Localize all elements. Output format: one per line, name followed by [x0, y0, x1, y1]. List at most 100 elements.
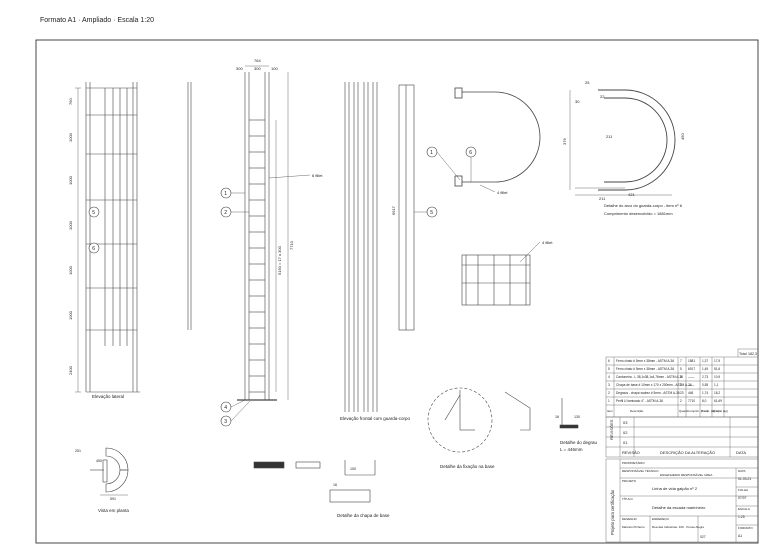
- callout-1-frontal: 1: [220, 187, 232, 199]
- svg-text:Linha de vida galpão nº 2: Linha de vida galpão nº 2: [652, 486, 698, 491]
- label-elevacao-lateral: Elevação lateral: [92, 394, 124, 399]
- callout-5-perfil: 5: [426, 206, 438, 218]
- svg-text:6917: 6917: [688, 367, 695, 371]
- revisions-rows: 03 02 01 REVISÃO DESCRIÇÃO DA ALTERAÇÃO …: [622, 420, 746, 455]
- svg-text:450: 450: [96, 459, 102, 463]
- svg-text:ENDEREÇO: ENDEREÇO: [652, 517, 670, 521]
- title-block-side-label: Projeto para certificação: [610, 489, 615, 535]
- svg-text:1: 1: [224, 191, 227, 197]
- svg-text:2: 2: [608, 391, 610, 395]
- svg-text:Quant.: Quant.: [679, 409, 688, 413]
- svg-text:DESENHO: DESENHO: [622, 517, 638, 521]
- elevacao-lateral: [75, 82, 140, 393]
- svg-text:17,9: 17,9: [714, 359, 720, 363]
- svg-text:Comprim. (mm): Comprim. (mm): [687, 409, 708, 413]
- svg-text:——: ——: [688, 383, 695, 387]
- bom-row-3: 3 Chapa de base # 10mm x 170 x 200mm - AS…: [608, 383, 719, 387]
- svg-text:P. total (kg): P. total (kg): [713, 409, 728, 413]
- svg-text:446: 446: [688, 391, 694, 395]
- svg-text:02: 02: [623, 430, 628, 435]
- callout-2-frontal: 2: [220, 206, 232, 218]
- callout-3-frontal: 3: [220, 415, 232, 427]
- svg-text:3: 3: [608, 383, 610, 387]
- svg-text:1881: 1881: [688, 359, 695, 363]
- bom-total-label: Total: [739, 352, 747, 356]
- svg-text:251: 251: [75, 449, 81, 453]
- label-ancoragem: Detalhe da fixação na base: [440, 464, 495, 469]
- svg-text:2: 2: [224, 210, 227, 216]
- svg-text:23: 23: [680, 391, 684, 395]
- bom-table: [605, 348, 759, 418]
- svg-text:450: 450: [680, 133, 685, 140]
- svg-text:5: 5: [608, 367, 610, 371]
- svg-text:ESCALA: ESCALA: [738, 507, 750, 511]
- svg-text:FOLHA: FOLHA: [738, 488, 748, 492]
- svg-text:764: 764: [254, 58, 261, 63]
- label-elevacao-frontal: Elevação frontal com guarda-corpo: [340, 416, 411, 421]
- svg-text:4: 4: [224, 405, 227, 411]
- svg-text:2400: 2400: [68, 365, 73, 375]
- svg-text:0,55: 0,55: [702, 383, 708, 387]
- svg-text:25: 25: [585, 80, 590, 85]
- svg-text:Item: Item: [607, 409, 613, 413]
- header-text: Formato A1 · Ampliado · Escala 1:20: [40, 17, 154, 24]
- svg-text:Ferro chato # 5mm x 38mm - AST: Ferro chato # 5mm x 38mm - ASTM A-36: [616, 367, 674, 371]
- svg-text:2: 2: [680, 383, 682, 387]
- arco-dims: 211 211 421 376 450 22 30 25: [562, 80, 685, 201]
- svg-text:07/07: 07/07: [738, 496, 747, 500]
- title-block: [605, 458, 759, 543]
- svg-text:1000: 1000: [68, 265, 73, 275]
- svg-text:Detalhe da escada marinheiro: Detalhe da escada marinheiro: [652, 505, 706, 510]
- svg-text:Ferro chato # 5mm x 38mm - AST: Ferro chato # 5mm x 38mm - ASTM A-36: [616, 359, 674, 363]
- elevacao-guarda-corpo: [344, 82, 378, 412]
- svg-text:Cantoneira - L 38,1x38,1x4,76m: Cantoneira - L 38,1x38,1x4,76mm - ASTM A…: [616, 375, 683, 379]
- svg-text:1000: 1000: [68, 220, 73, 230]
- weld-note-frontal: 6 fillet: [312, 173, 323, 178]
- svg-text:DATA: DATA: [738, 469, 746, 473]
- svg-text:100: 100: [271, 66, 278, 71]
- svg-text:760: 760: [68, 98, 73, 105]
- svg-text:A1: A1: [738, 534, 742, 538]
- svg-text:03: 03: [623, 420, 628, 425]
- svg-text:421: 421: [628, 192, 635, 197]
- revisions-table: [605, 416, 759, 458]
- svg-text:1000: 1000: [68, 175, 73, 185]
- vista-planta-dims: 251 450 591: [75, 449, 116, 501]
- svg-text:18,2: 18,2: [714, 391, 720, 395]
- svg-text:PROPRIETÁRIO: PROPRIETÁRIO: [622, 461, 645, 465]
- svg-text:7: 7: [680, 359, 682, 363]
- svg-text:01.03.21: 01.03.21: [738, 477, 751, 481]
- svg-text:01: 01: [623, 440, 628, 445]
- svg-text:——: ——: [688, 375, 695, 379]
- elevacao-frontal: [237, 65, 289, 401]
- detalhe-degrau-perfil: [504, 391, 531, 431]
- svg-text:REVISÃO: REVISÃO: [622, 450, 640, 455]
- svg-text:376: 376: [562, 138, 567, 145]
- detalhe-degrau: [559, 398, 579, 429]
- bom-total-value: 182,3: [748, 352, 757, 356]
- svg-text:1,1: 1,1: [714, 383, 719, 387]
- label-vista-planta: Vista em planta: [98, 508, 129, 513]
- label-degrau-comprimento: L = 446mm: [560, 447, 583, 452]
- svg-text:7710: 7710: [289, 240, 294, 250]
- svg-text:5150 = 17 x 300: 5150 = 17 x 300: [277, 245, 282, 275]
- weld-note-detail: 4 fillet: [542, 240, 553, 245]
- svg-text:16: 16: [555, 415, 559, 419]
- svg-text:DESCRIÇÃO DA ALTERAÇÃO: DESCRIÇÃO DA ALTERAÇÃO: [660, 450, 715, 455]
- perfil-lateral: [187, 82, 192, 330]
- weld-note-arco: 4 fillet: [497, 190, 508, 195]
- callout-4-frontal: 4: [220, 401, 232, 413]
- callout-6-arco: 6: [465, 146, 477, 158]
- label-chapa-base: Detalhe da chapa de base: [337, 513, 390, 518]
- svg-text:Descrição: Descrição: [630, 409, 644, 413]
- revisions-side-label: REVISÕES: [609, 419, 614, 440]
- perfil-u-dim: 6917: [391, 205, 396, 215]
- svg-text:Perfil U laminado 4" - ASTM A-: Perfil U laminado 4" - ASTM A-36: [616, 399, 663, 403]
- svg-text:Chapa de base # 10mm x 170 x 2: Chapa de base # 10mm x 170 x 200mm - AST…: [616, 383, 692, 387]
- svg-text:211: 211: [599, 196, 606, 201]
- arco-titulo: Detalhe do arco do guarda-corpo - item n…: [604, 203, 683, 208]
